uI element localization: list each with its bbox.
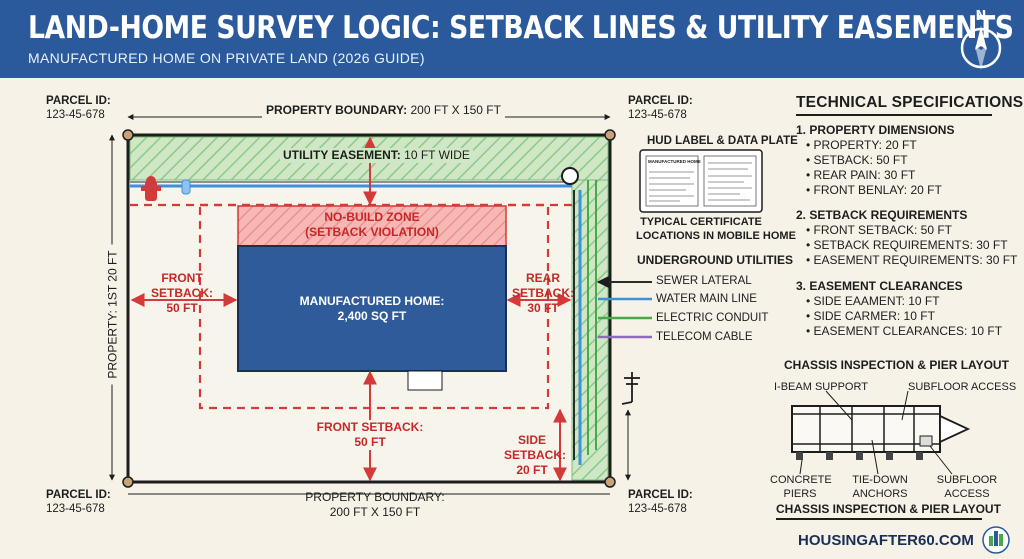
parcel-label-tl: PARCEL ID:123-45-678 [46,95,111,122]
easement-label: UTILITY EASEMENT: 10 FT WIDE [280,148,473,163]
no-build-zone [237,205,507,247]
corner-marker-bl [122,476,134,488]
utility-sewer-label: SEWER LATERAL [656,275,752,287]
parcel-label-tr: PARCEL ID:123-45-678 [628,95,693,122]
i-beam-label: I-BEAM SUPPORT [774,381,868,393]
chassis-title-underline [776,518,982,520]
spec-item: • EASEMENT CLEARANCES: 10 FT [806,324,1003,338]
spec-item: • SIDE CARMER: 10 FT [806,309,935,323]
spec-item: • SETBACK: 50 FT [806,153,908,167]
site-plan-drawing: MANUFACTURED HOME [109,114,1010,554]
utility-junction-icon [561,167,579,185]
corner-marker-tl [122,129,134,141]
specs-title-underline [796,114,992,116]
front-setback-left-label: FRONT SETBACK: 50 FT [151,271,213,315]
compass-icon: N [960,9,1002,70]
spec-item: • PROPERTY: 20 FT [806,138,917,152]
page-subtitle: MANUFACTURED HOME ON PRIVATE LAND (2026 … [28,50,425,66]
hud-title: HUD LABEL & DATA PLATE [647,135,798,147]
utilities-title: UNDERGROUND UTILITIES [637,253,793,267]
parcel-label-br: PARCEL ID:123-45-678 [628,489,693,516]
brand-logo-icon [982,526,1010,554]
utility-pole-icon [621,372,640,405]
spec-section-2-heading: 2. SETBACK REQUIREMENTS [796,208,968,222]
utility-electric-label: ELECTRIC CONDUIT [656,312,769,324]
home-label: MANUFACTURED HOME:2,400 SQ FT [299,294,445,323]
utility-telecom-label: TELECOM CABLE [656,331,753,343]
spec-section-3-heading: 3. EASEMENT CLEARANCES [796,279,963,293]
spec-item: • FRONT BENLAY: 20 FT [806,183,942,197]
spec-section-1-heading: 1. PROPERTY DIMENSIONS [796,123,955,137]
concrete-piers [796,452,923,460]
spec-item: • FRONT SETBACK: 50 FT [806,223,953,237]
spec-item: • SIDE EAAMENT: 10 FT [806,294,940,308]
boundary-top-label: PROPERTY BOUNDARY: 200 FT X 150 FT [262,103,505,118]
utility-water-label: WATER MAIN LINE [656,293,757,305]
corner-marker-br [604,476,616,488]
chassis-diagram [791,405,971,453]
manufactured-home [237,245,507,372]
rear-setback-label: REAR SETBACK: 30 FT [512,271,574,315]
specs-title: TECHNICAL SPECIFICATIONS [796,94,1024,111]
header-banner: LAND-HOME SURVEY LOGIC: SETBACK LINES & … [0,0,1024,78]
hud-data-plate: MANUFACTURED HOME [639,149,763,213]
chassis-leader-lines [799,390,953,475]
property-side-label: PROPERTY: 1ST 20 FT [105,244,121,385]
corner-marker-tr [604,129,616,141]
utility-easement-right [571,179,609,481]
subfloor-access-top-label: SUBFLOOR ACCESS [908,381,1017,393]
page-title: LAND-HOME SURVEY LOGIC: SETBACK LINES & … [28,10,1014,46]
compass-letter: N [976,9,987,24]
spec-item: • EASEMENT REQUIREMENTS: 30 FT [806,253,1018,267]
spec-item: • REAR PAIN: 30 FT [806,168,916,182]
boundary-bottom-label: PROPERTY BOUNDARY:200 FT X 150 FT [305,490,445,519]
fire-hydrant-icon [141,176,161,201]
side-setback-label: SIDE SETBACK: 20 FT [504,433,566,477]
chassis-bottom-title: CHASSIS INSPECTION & PIER LAYOUT [776,502,1001,516]
spec-item: • SETBACK REQUIREMENTS: 30 FT [806,238,1008,252]
brand-name: HOUSINGAFTER60.COM [798,532,974,549]
no-build-zone-label: NO-BUILD ZONE(SETBACK VIOLATION) [305,210,439,239]
chassis-title: CHASSIS INSPECTION & PIER LAYOUT [784,358,1009,372]
hud-plate-title: MANUFACTURED HOME [648,159,701,164]
water-meter-icon [181,179,191,195]
front-setback-bottom-label: FRONT SETBACK: 50 FT [310,420,430,450]
parcel-label-bl: PARCEL ID:123-45-678 [46,489,111,516]
home-step [407,370,443,391]
